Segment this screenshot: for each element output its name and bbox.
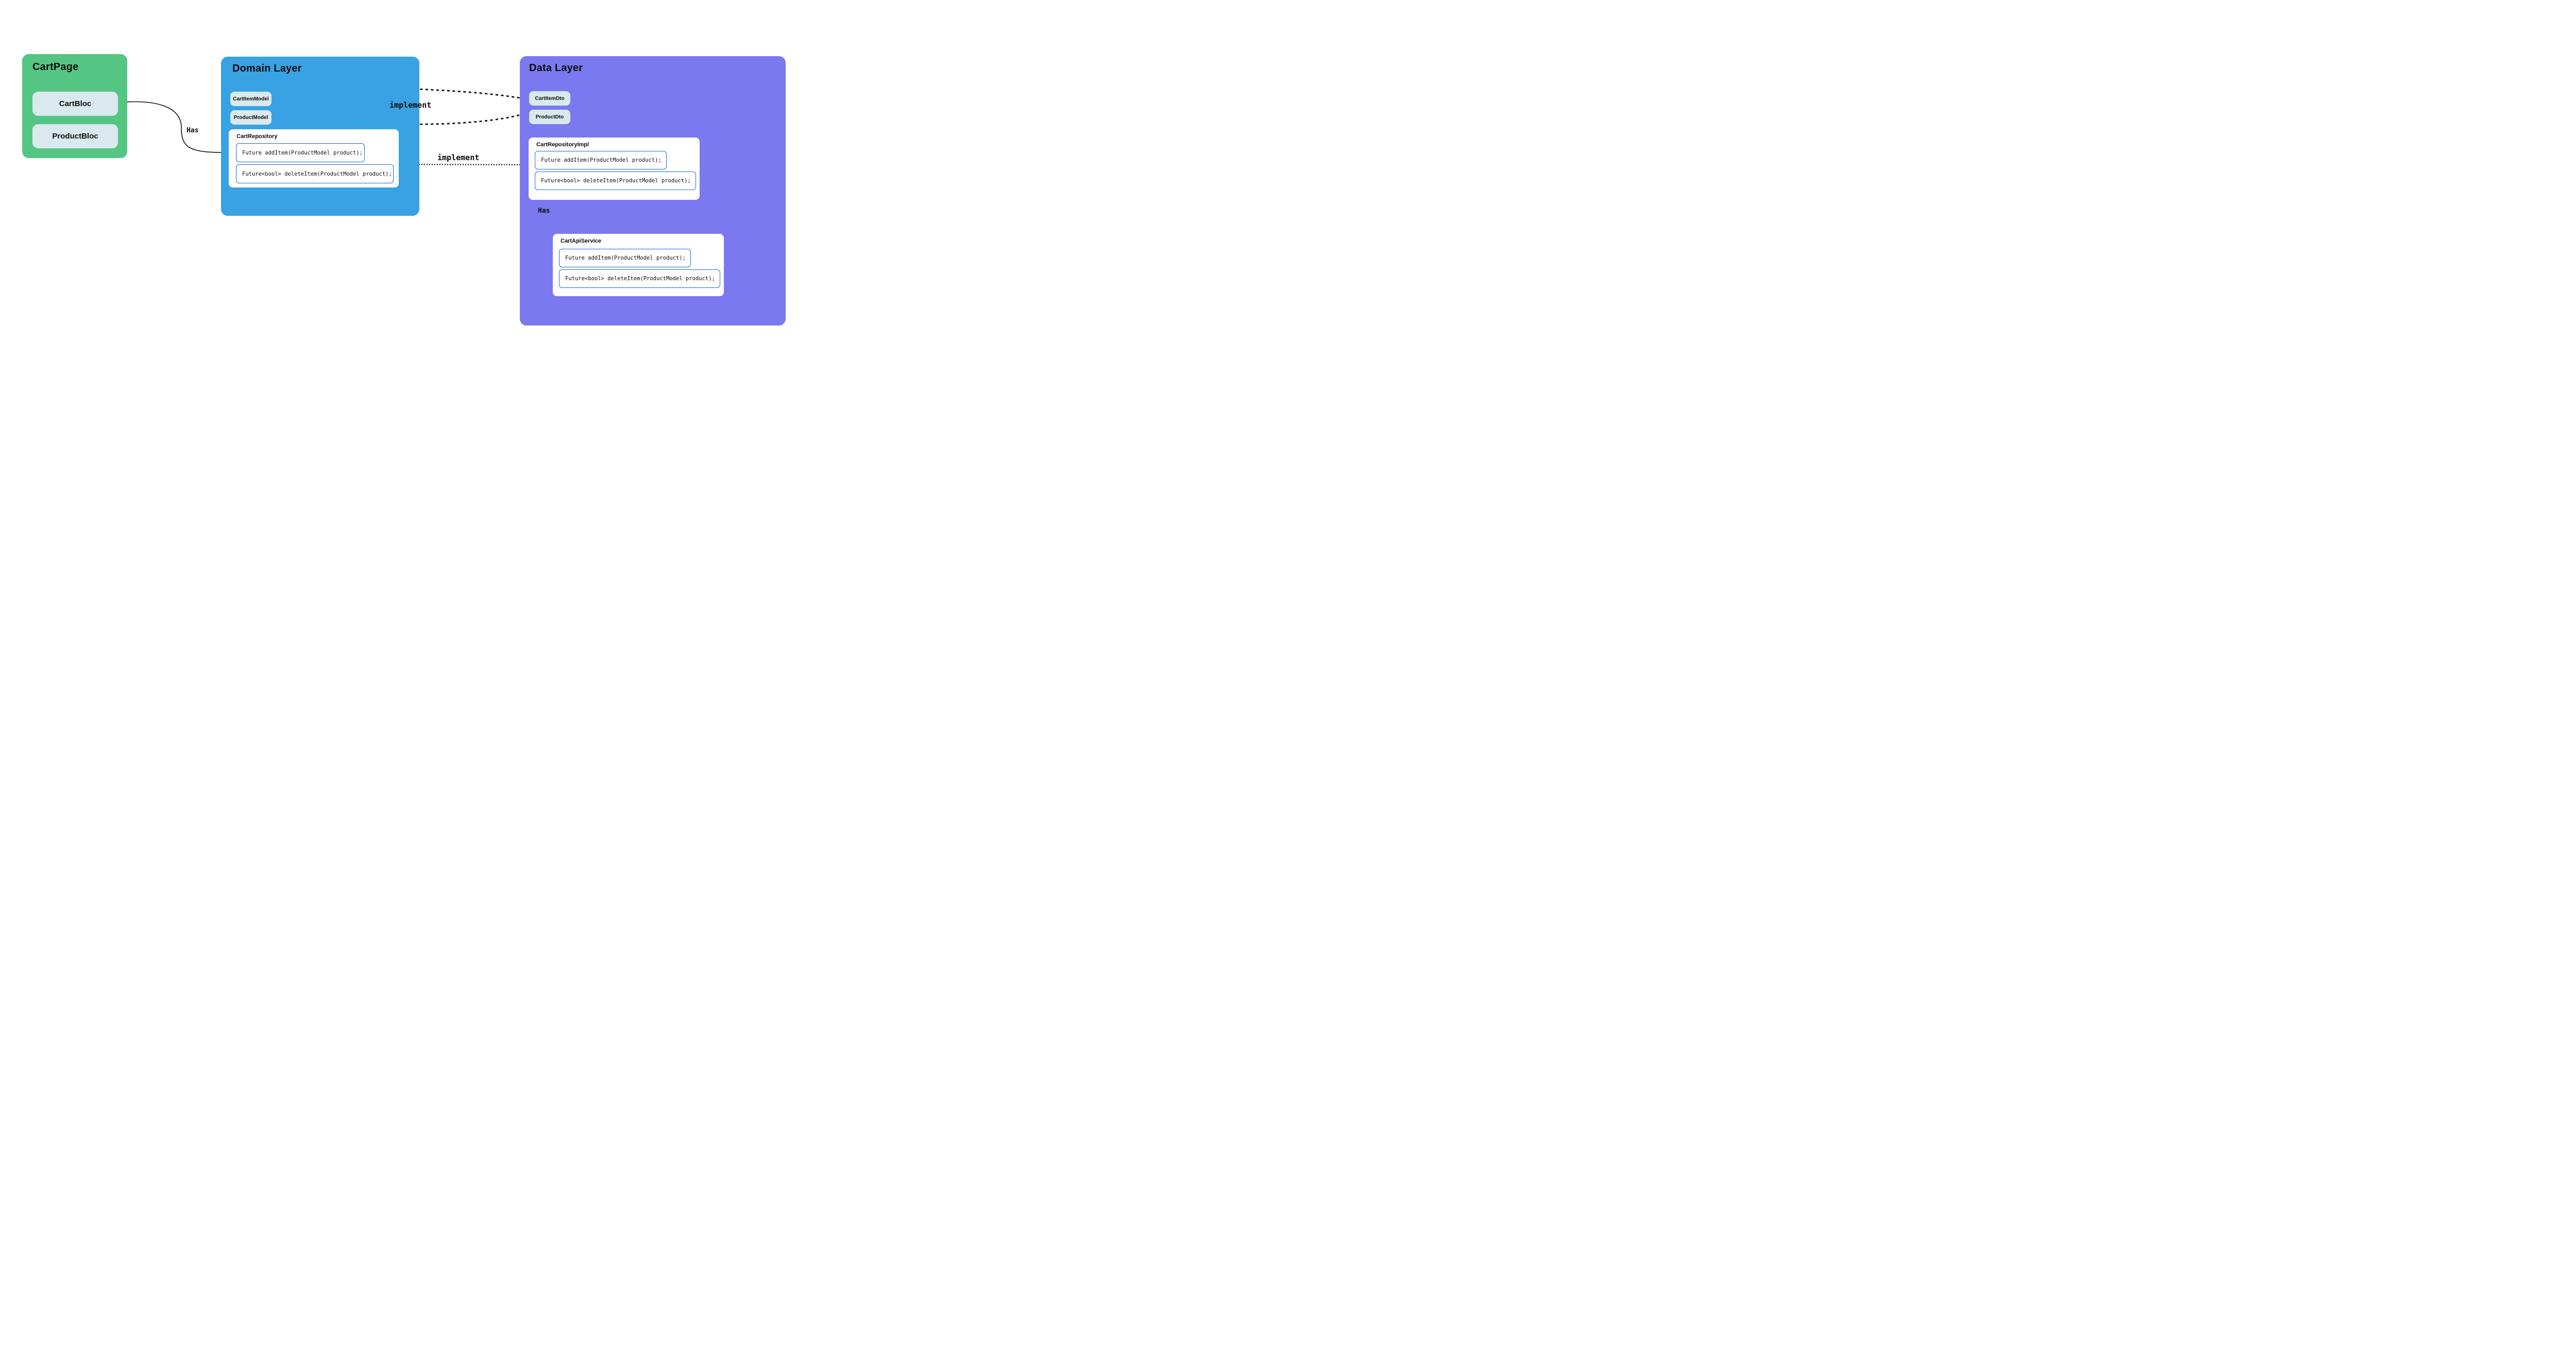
cart-bloc-chip: CartBloc [32, 92, 118, 116]
cart-api-service-name: CartApiService [561, 238, 601, 244]
cart-repository-impl-panel: CartRepositoryImpl Future addItem(Produc… [529, 138, 700, 200]
cart-repository-impl-name: CartRepositoryImpl [536, 142, 589, 148]
cart-item-model-chip: CartItemModel [230, 92, 272, 106]
domain-layer-title: Domain Layer [232, 63, 302, 74]
edge-has-cartbloc-to-repository [117, 101, 230, 153]
implement-label-models: implement [389, 100, 432, 110]
has-label-apiservice: Has [538, 207, 550, 215]
data-layer-title: Data Layer [529, 62, 583, 74]
cart-repository-method-deleteitem: Future<bool> deleteItem(ProductModel pro… [236, 164, 394, 183]
cart-repository-impl-method-additem: Future addItem(ProductModel product); [535, 151, 667, 169]
has-label-cartbloc: Has [187, 127, 199, 134]
cart-repository-panel: CartRepository Future addItem(ProductMod… [229, 129, 399, 187]
domain-layer-box: Domain Layer CartItemModel ProductModel … [221, 57, 419, 216]
data-layer-box: Data Layer CartItemDto ProductDto CartRe… [520, 56, 786, 326]
cart-api-service-method-additem: Future addItem(ProductModel product); [559, 249, 691, 267]
product-model-chip: ProductModel [230, 110, 272, 125]
architecture-diagram: CartPage CartBloc ProductBloc Domain Lay… [0, 0, 806, 380]
cart-repository-method-additem: Future addItem(ProductModel product); [236, 143, 365, 162]
cart-api-service-panel: CartApiService Future addItem(ProductMod… [553, 234, 724, 296]
implement-label-repository: implement [437, 153, 480, 162]
edge-implement-repositoryimpl-to-repository [406, 163, 529, 166]
cart-repository-name: CartRepository [236, 133, 278, 140]
cart-repository-impl-method-deleteitem: Future<bool> deleteItem(ProductModel pro… [535, 172, 696, 190]
cart-api-service-method-deleteitem: Future<bool> deleteItem(ProductModel pro… [559, 269, 720, 288]
product-bloc-chip: ProductBloc [32, 124, 118, 148]
cart-item-dto-chip: CartItemDto [529, 91, 570, 106]
cart-page-title: CartPage [32, 61, 79, 73]
cart-page-box: CartPage CartBloc ProductBloc [22, 54, 127, 158]
product-dto-chip: ProductDto [529, 110, 570, 124]
